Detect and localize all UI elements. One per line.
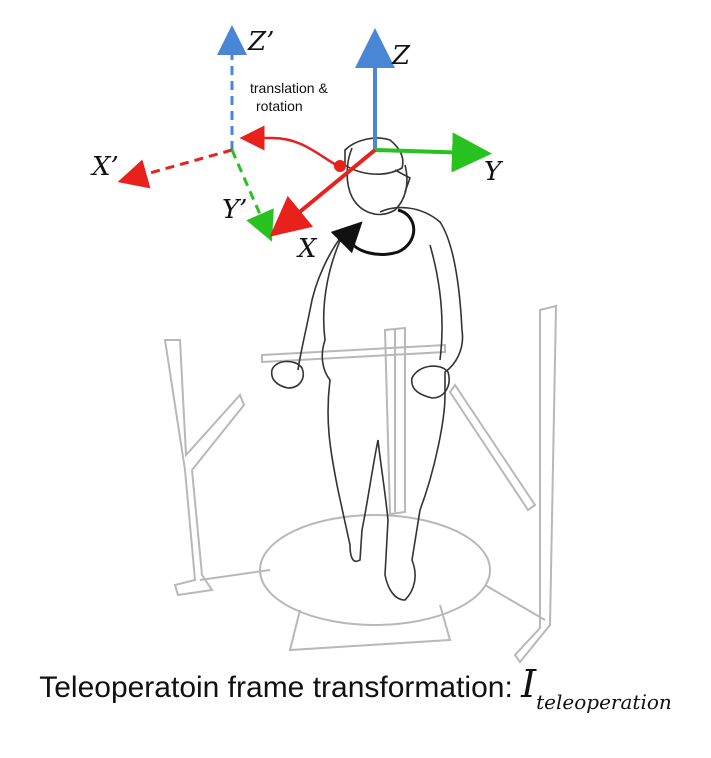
x-prime-label: X’ (90, 152, 119, 182)
rotation-arrow (330, 208, 416, 256)
caption-text: Teleoperatoin frame transformation: (39, 671, 522, 704)
translation-rotation-label-line2: rotation (256, 98, 303, 114)
x-prime-axis (117, 148, 233, 189)
headset-origin-dot (334, 160, 346, 172)
caption-symbol: I (521, 662, 537, 706)
primed-frame: Z’ X’ Y’ (90, 25, 274, 242)
z-prime-label: Z’ (247, 27, 274, 57)
y-prime-label: Y’ (222, 195, 247, 225)
z-label: Z (391, 41, 411, 71)
treadmill-frame (163, 304, 558, 664)
y-axis (374, 132, 492, 173)
translation-rotation-label-line1: translation & (250, 80, 328, 96)
figure-caption: Teleoperatoin frame transformation: Itel… (0, 662, 711, 714)
x-axis (269, 148, 377, 237)
person-figure (270, 137, 464, 601)
x-label: X (296, 234, 318, 264)
caption-subscript: teleoperation (536, 690, 672, 714)
y-label: Y (484, 157, 504, 187)
translation-arrow (239, 125, 339, 168)
headset-frame: Z Y X (269, 28, 504, 264)
